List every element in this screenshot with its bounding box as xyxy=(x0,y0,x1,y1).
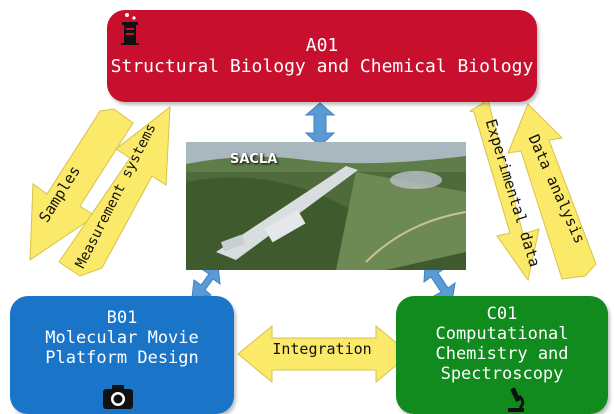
box-c01-title-line2: Chemistry and xyxy=(435,344,569,365)
arrow-data-analysis xyxy=(507,103,597,280)
box-a01: A01 Structural Biology and Chemical Biol… xyxy=(107,10,537,102)
box-a01-code: A01 xyxy=(305,34,339,56)
arrow-samples xyxy=(29,108,134,261)
box-b01-code: B01 xyxy=(106,308,138,328)
box-c01-code: C01 xyxy=(486,304,518,324)
box-c01: C01 Computational Chemistry and Spectros… xyxy=(396,296,608,414)
sacla-aerial-photo xyxy=(186,142,466,270)
lab-equipment-icon xyxy=(121,13,139,45)
box-b01-title-line1: Molecular Movie xyxy=(45,328,199,349)
arrow-measurement-systems xyxy=(58,105,171,277)
box-c01-title-line3: Spectroscopy xyxy=(440,364,564,385)
photo-label: SACLA xyxy=(230,152,278,167)
camera-icon xyxy=(103,385,133,409)
microscope-icon xyxy=(508,387,525,412)
arrow-a01-photo xyxy=(304,102,336,147)
label-integration: Integration xyxy=(272,340,372,358)
box-b01-title-line2: Platform Design xyxy=(45,348,199,369)
box-a01-title: Structural Biology and Chemical Biology xyxy=(110,56,534,77)
box-c01-title-line1: Computational xyxy=(435,324,569,345)
arrow-experimental-data xyxy=(468,99,540,282)
arrow-b01-photo xyxy=(191,265,221,299)
